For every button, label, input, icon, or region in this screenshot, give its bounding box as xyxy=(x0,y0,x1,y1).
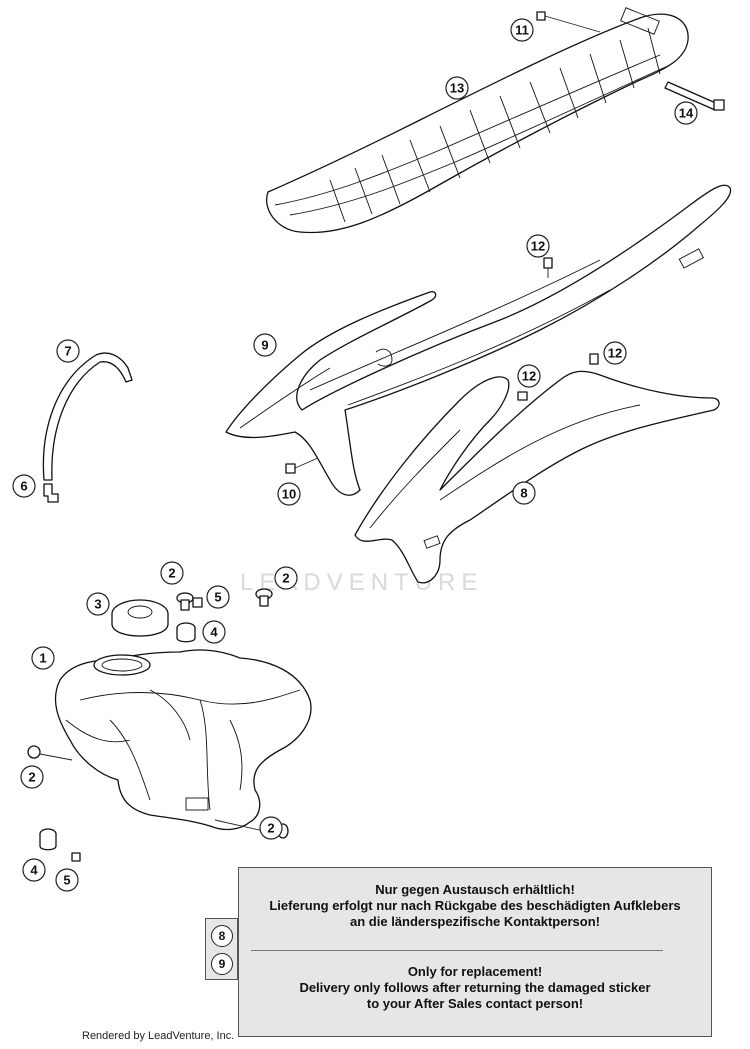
nut-5-bottom xyxy=(71,852,81,862)
notice-german: Nur gegen Austausch erhältlich! Lieferun… xyxy=(239,882,711,930)
callout-8: 8 xyxy=(512,481,536,505)
side-cover-part xyxy=(225,184,732,496)
callout-10: 10 xyxy=(277,482,301,506)
svg-text:2: 2 xyxy=(28,770,35,785)
bolt-12-right xyxy=(589,353,599,365)
spacer-4-bottom xyxy=(39,828,57,851)
svg-text:12: 12 xyxy=(531,239,545,254)
svg-text:2: 2 xyxy=(282,571,289,586)
render-credit: Rendered by LeadVenture, Inc. xyxy=(82,1030,235,1042)
notice-divider xyxy=(251,950,663,951)
bolt-14 xyxy=(664,81,725,111)
fuel-tank-part xyxy=(54,649,312,831)
callout-11: 11 xyxy=(510,18,534,42)
spacer-4-top xyxy=(176,622,196,643)
callout-2-left: 2 xyxy=(20,765,44,789)
callout-4-top: 4 xyxy=(202,620,226,644)
svg-text:11: 11 xyxy=(515,23,529,38)
callout-5-bottom: 5 xyxy=(55,868,79,892)
notice-ref-9: 9 xyxy=(211,953,233,975)
svg-text:12: 12 xyxy=(608,346,622,361)
breather-hose xyxy=(42,352,133,481)
callout-2-top-a: 2 xyxy=(160,561,184,585)
bolt-12-top xyxy=(543,257,553,278)
replacement-notice: Nur gegen Austausch erhältlich! Lieferun… xyxy=(238,867,712,1037)
notice-de-line-2: Lieferung erfolgt nur nach Rückgabe des … xyxy=(269,898,681,913)
bolt-10 xyxy=(285,457,319,474)
svg-text:5: 5 xyxy=(63,873,70,888)
svg-text:13: 13 xyxy=(450,81,464,96)
svg-text:3: 3 xyxy=(94,597,101,612)
hose-fitting xyxy=(43,483,59,503)
notice-de-line-3: an die länderspezifische Kontaktperson! xyxy=(350,914,600,929)
callout-2-right: 2 xyxy=(259,816,283,840)
callout-14: 14 xyxy=(674,101,698,125)
notice-english: Only for replacement! Delivery only foll… xyxy=(239,964,711,1012)
bolt-11 xyxy=(536,11,601,33)
callout-5-top: 5 xyxy=(206,585,230,609)
svg-text:2: 2 xyxy=(267,821,274,836)
callout-1: 1 xyxy=(31,646,55,670)
notice-en-line-1: Only for replacement! xyxy=(407,964,543,979)
svg-text:6: 6 xyxy=(20,479,27,494)
screw-2-top-a xyxy=(176,592,194,611)
svg-text:4: 4 xyxy=(30,863,38,878)
svg-text:10: 10 xyxy=(282,487,296,502)
callout-3: 3 xyxy=(86,592,110,616)
notice-de-line-1: Nur gegen Austausch erhältlich! xyxy=(375,882,575,897)
nut-5-top xyxy=(192,597,203,608)
callout-6: 6 xyxy=(12,474,36,498)
svg-text:12: 12 xyxy=(522,369,536,384)
callout-12-mid: 12 xyxy=(517,364,541,388)
screw-2-top-b xyxy=(255,588,273,607)
shroud-part xyxy=(354,370,720,584)
svg-text:5: 5 xyxy=(214,590,221,605)
seat-part xyxy=(266,7,689,234)
fuel-cap-part xyxy=(111,599,169,637)
callout-2-top-b: 2 xyxy=(274,566,298,590)
callout-12-right: 12 xyxy=(603,341,627,365)
notice-en-line-3: to your After Sales contact person! xyxy=(366,996,584,1011)
callout-13: 13 xyxy=(445,76,469,100)
notice-ref-8: 8 xyxy=(211,925,233,947)
svg-text:7: 7 xyxy=(64,344,71,359)
notice-en-line-2: Delivery only follows after returning th… xyxy=(299,980,651,995)
notice-reference-box: 8 9 xyxy=(205,918,238,980)
screw-2-left xyxy=(27,745,73,761)
callout-4-bottom: 4 xyxy=(22,858,46,882)
svg-text:9: 9 xyxy=(261,338,268,353)
bolt-12-mid xyxy=(517,391,528,401)
svg-text:2: 2 xyxy=(168,566,175,581)
callout-9: 9 xyxy=(253,333,277,357)
svg-text:4: 4 xyxy=(210,625,218,640)
svg-text:14: 14 xyxy=(679,106,694,121)
callout-12-top: 12 xyxy=(526,234,550,258)
callout-7: 7 xyxy=(56,339,80,363)
svg-text:1: 1 xyxy=(39,651,46,666)
svg-text:8: 8 xyxy=(520,486,527,501)
